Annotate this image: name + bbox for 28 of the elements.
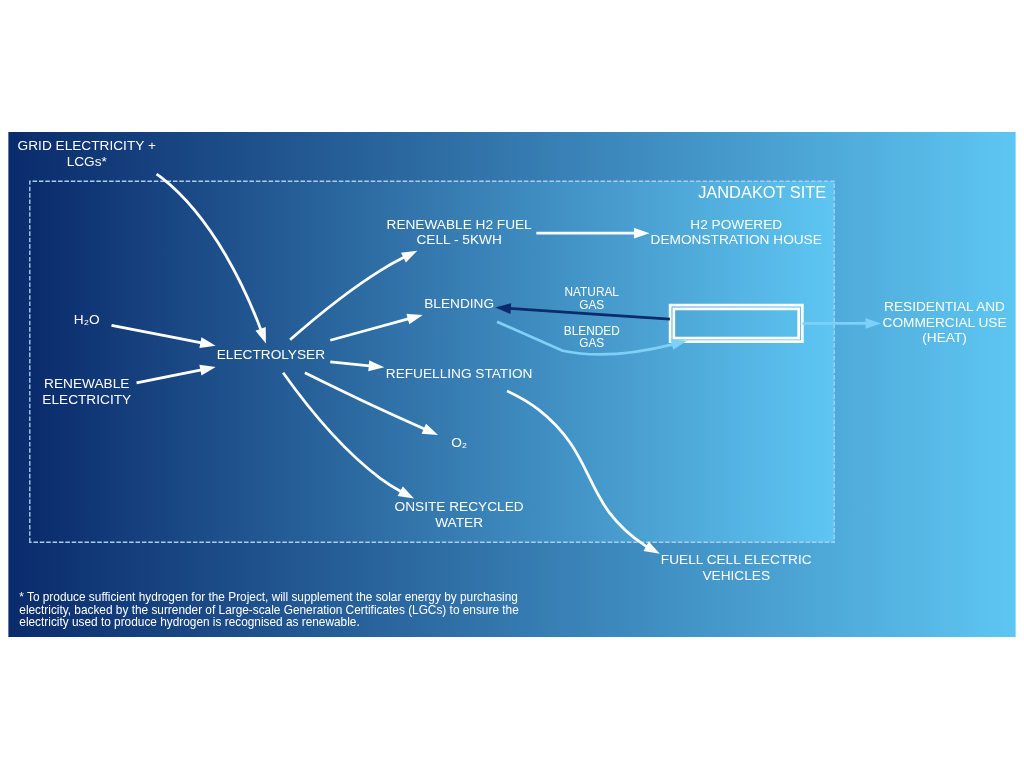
edge-label: BLENDED GAS [563,323,620,350]
arrow [111,323,216,348]
arrow [282,371,414,498]
node-text: O₂ [451,434,468,450]
arrow [136,364,216,384]
caption: * To produce sufficient hydrogen for the Project, will supplement the solar energy by purchasing electricity, backed by the surrender of Large-scale Generation Certificates (LGCs) to ensure the electricity used to produce hydrogen is recognised as renewable. [19,589,519,629]
arrow [536,227,650,239]
arrow [496,319,687,356]
arrow [289,250,418,341]
arrow [304,371,439,435]
node-text: BLENDING [424,295,495,311]
arrow [495,302,670,320]
node-text: H₂O [73,311,100,327]
node-text: FUELL CELL ELECTRIC VEHICLES [660,551,812,583]
node-text: ELECTROLYSER [216,346,326,362]
arrow [506,389,660,554]
arrow [329,313,423,342]
arrow [155,172,266,344]
node-text: RENEWABLE ELECTRICITY [42,375,132,407]
node-text: H2 POWERED DEMONSTRATION HOUSE [650,216,822,247]
node-text: RESIDENTIAL AND COMMERCIAL USE (HEAT) [882,298,1007,345]
edge-label: NATURAL GAS [564,284,619,312]
node-text: ONSITE RECYCLED WATER [394,498,524,530]
node-text: RENEWABLE H2 FUEL CELL - 5KWH [386,216,532,247]
node-text: GRID ELECTRICITY + LCGs* [17,137,156,169]
arrow [330,359,385,371]
node-text: REFUELLING STATION [385,365,533,381]
arrow [802,317,882,329]
